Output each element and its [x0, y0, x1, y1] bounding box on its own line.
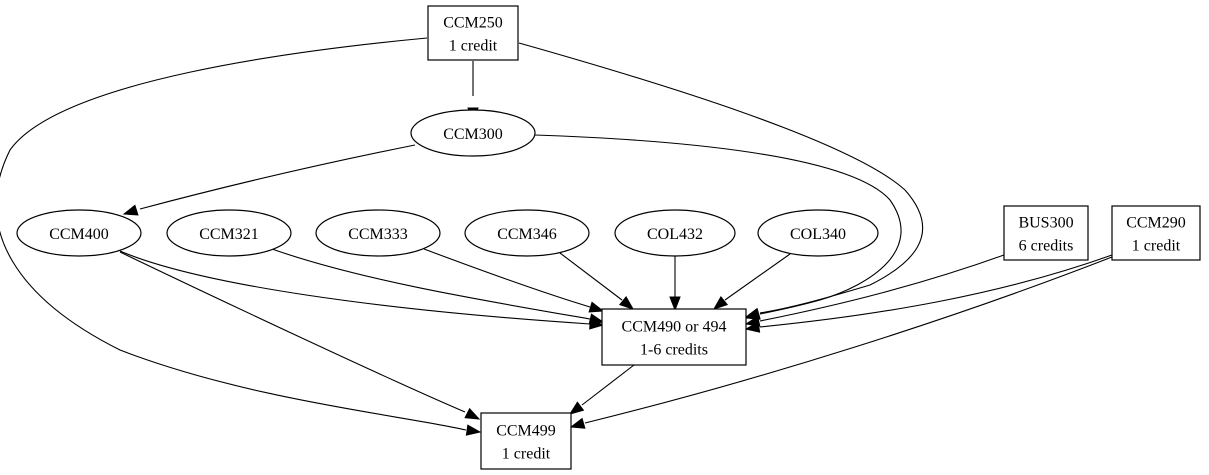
edge-bus300-to-ccm490 [744, 254, 1005, 327]
edge-line [139, 144, 416, 210]
node-ccm490[interactable]: CCM490 or 494 1-6 credits [601, 308, 747, 366]
edges-layer [0, 37, 1113, 436]
edge-line [724, 253, 791, 301]
node-ellipse [166, 209, 292, 257]
edge-line [271, 248, 591, 320]
edge-line [0, 37, 467, 431]
node-credits: 1 credit [502, 446, 551, 463]
node-col340[interactable]: COL340 [757, 209, 879, 257]
node-label: CCM333 [348, 226, 408, 243]
node-ccm321[interactable]: CCM321 [166, 209, 292, 257]
node-ccm250[interactable]: CCM250 1 credit [427, 5, 519, 61]
node-box [1111, 205, 1201, 261]
edge-line [584, 256, 1113, 424]
edge-ccm321-to-ccm490 [271, 248, 605, 325]
edge-line [759, 254, 1113, 328]
node-ellipse [410, 109, 536, 157]
edge-line [534, 134, 902, 315]
arrowhead-icon [588, 301, 605, 313]
arrowhead-icon [712, 296, 729, 310]
node-credits: 6 credits [1019, 238, 1074, 255]
arrowhead-icon [618, 296, 635, 310]
edge-line [581, 364, 635, 406]
node-box [1003, 205, 1089, 261]
node-col432[interactable]: COL432 [614, 209, 736, 257]
arrowhead-icon [744, 321, 761, 333]
node-ccm333[interactable]: CCM333 [315, 209, 441, 257]
edge-ccm400-to-ccm490 [119, 250, 605, 330]
edge-ccm400-to-ccm499 [119, 251, 481, 420]
node-label: COL340 [790, 226, 846, 243]
arrowhead-icon [568, 401, 585, 415]
node-label: CCM490 or 494 [622, 319, 727, 336]
arrowhead-icon [569, 417, 586, 429]
edge-ccm490-to-ccm499 [568, 364, 635, 415]
node-ellipse [16, 209, 142, 257]
edge-ccm333-to-ccm490 [423, 248, 605, 313]
edge-ccm290-to-ccm490 [744, 254, 1113, 333]
edge-ccm300-to-ccm400 [122, 144, 416, 216]
edge-line [423, 248, 591, 308]
node-label: COL432 [647, 226, 703, 243]
node-box [480, 412, 572, 470]
edge-col340-to-ccm490 [712, 253, 791, 310]
node-ccm290[interactable]: CCM290 1 credit [1111, 205, 1201, 261]
node-label: CCM400 [49, 226, 109, 243]
node-ellipse [757, 209, 879, 257]
edge-col432-to-ccm490 [669, 256, 681, 312]
arrowhead-icon [588, 313, 605, 325]
arrowhead-icon [122, 204, 139, 216]
node-box [601, 308, 747, 366]
edge-ccm290-to-ccm499 [569, 256, 1113, 429]
node-credits: 1 credit [1132, 238, 1181, 255]
node-credits: 1-6 credits [640, 342, 708, 359]
node-label: BUS300 [1018, 215, 1073, 232]
node-ellipse [464, 209, 590, 257]
edge-line [518, 42, 924, 314]
node-label: CCM300 [443, 126, 503, 143]
node-ccm300[interactable]: CCM300 [410, 109, 536, 157]
edge-ccm346-to-ccm490 [559, 252, 635, 310]
edge-line [119, 251, 466, 413]
node-ccm400[interactable]: CCM400 [16, 209, 142, 257]
edge-line [759, 254, 1005, 322]
node-ellipse [614, 209, 736, 257]
node-ellipse [315, 209, 441, 257]
edge-line [119, 250, 591, 325]
edge-ccm250-to-ccm499 [0, 37, 482, 436]
node-credits: 1 credit [449, 38, 498, 55]
node-ccm499[interactable]: CCM499 1 credit [480, 412, 572, 470]
edge-line [559, 252, 623, 301]
node-label: CCM250 [443, 15, 503, 32]
node-label: CCM499 [496, 423, 556, 440]
arrowhead-icon [464, 407, 481, 420]
node-label: CCM321 [199, 226, 259, 243]
node-box [427, 5, 519, 61]
node-label: CCM290 [1126, 215, 1186, 232]
arrowhead-icon [669, 296, 681, 312]
node-ccm346[interactable]: CCM346 [464, 209, 590, 257]
node-bus300[interactable]: BUS300 6 credits [1003, 205, 1089, 261]
arrowhead-icon [465, 424, 482, 436]
node-label: CCM346 [497, 226, 557, 243]
